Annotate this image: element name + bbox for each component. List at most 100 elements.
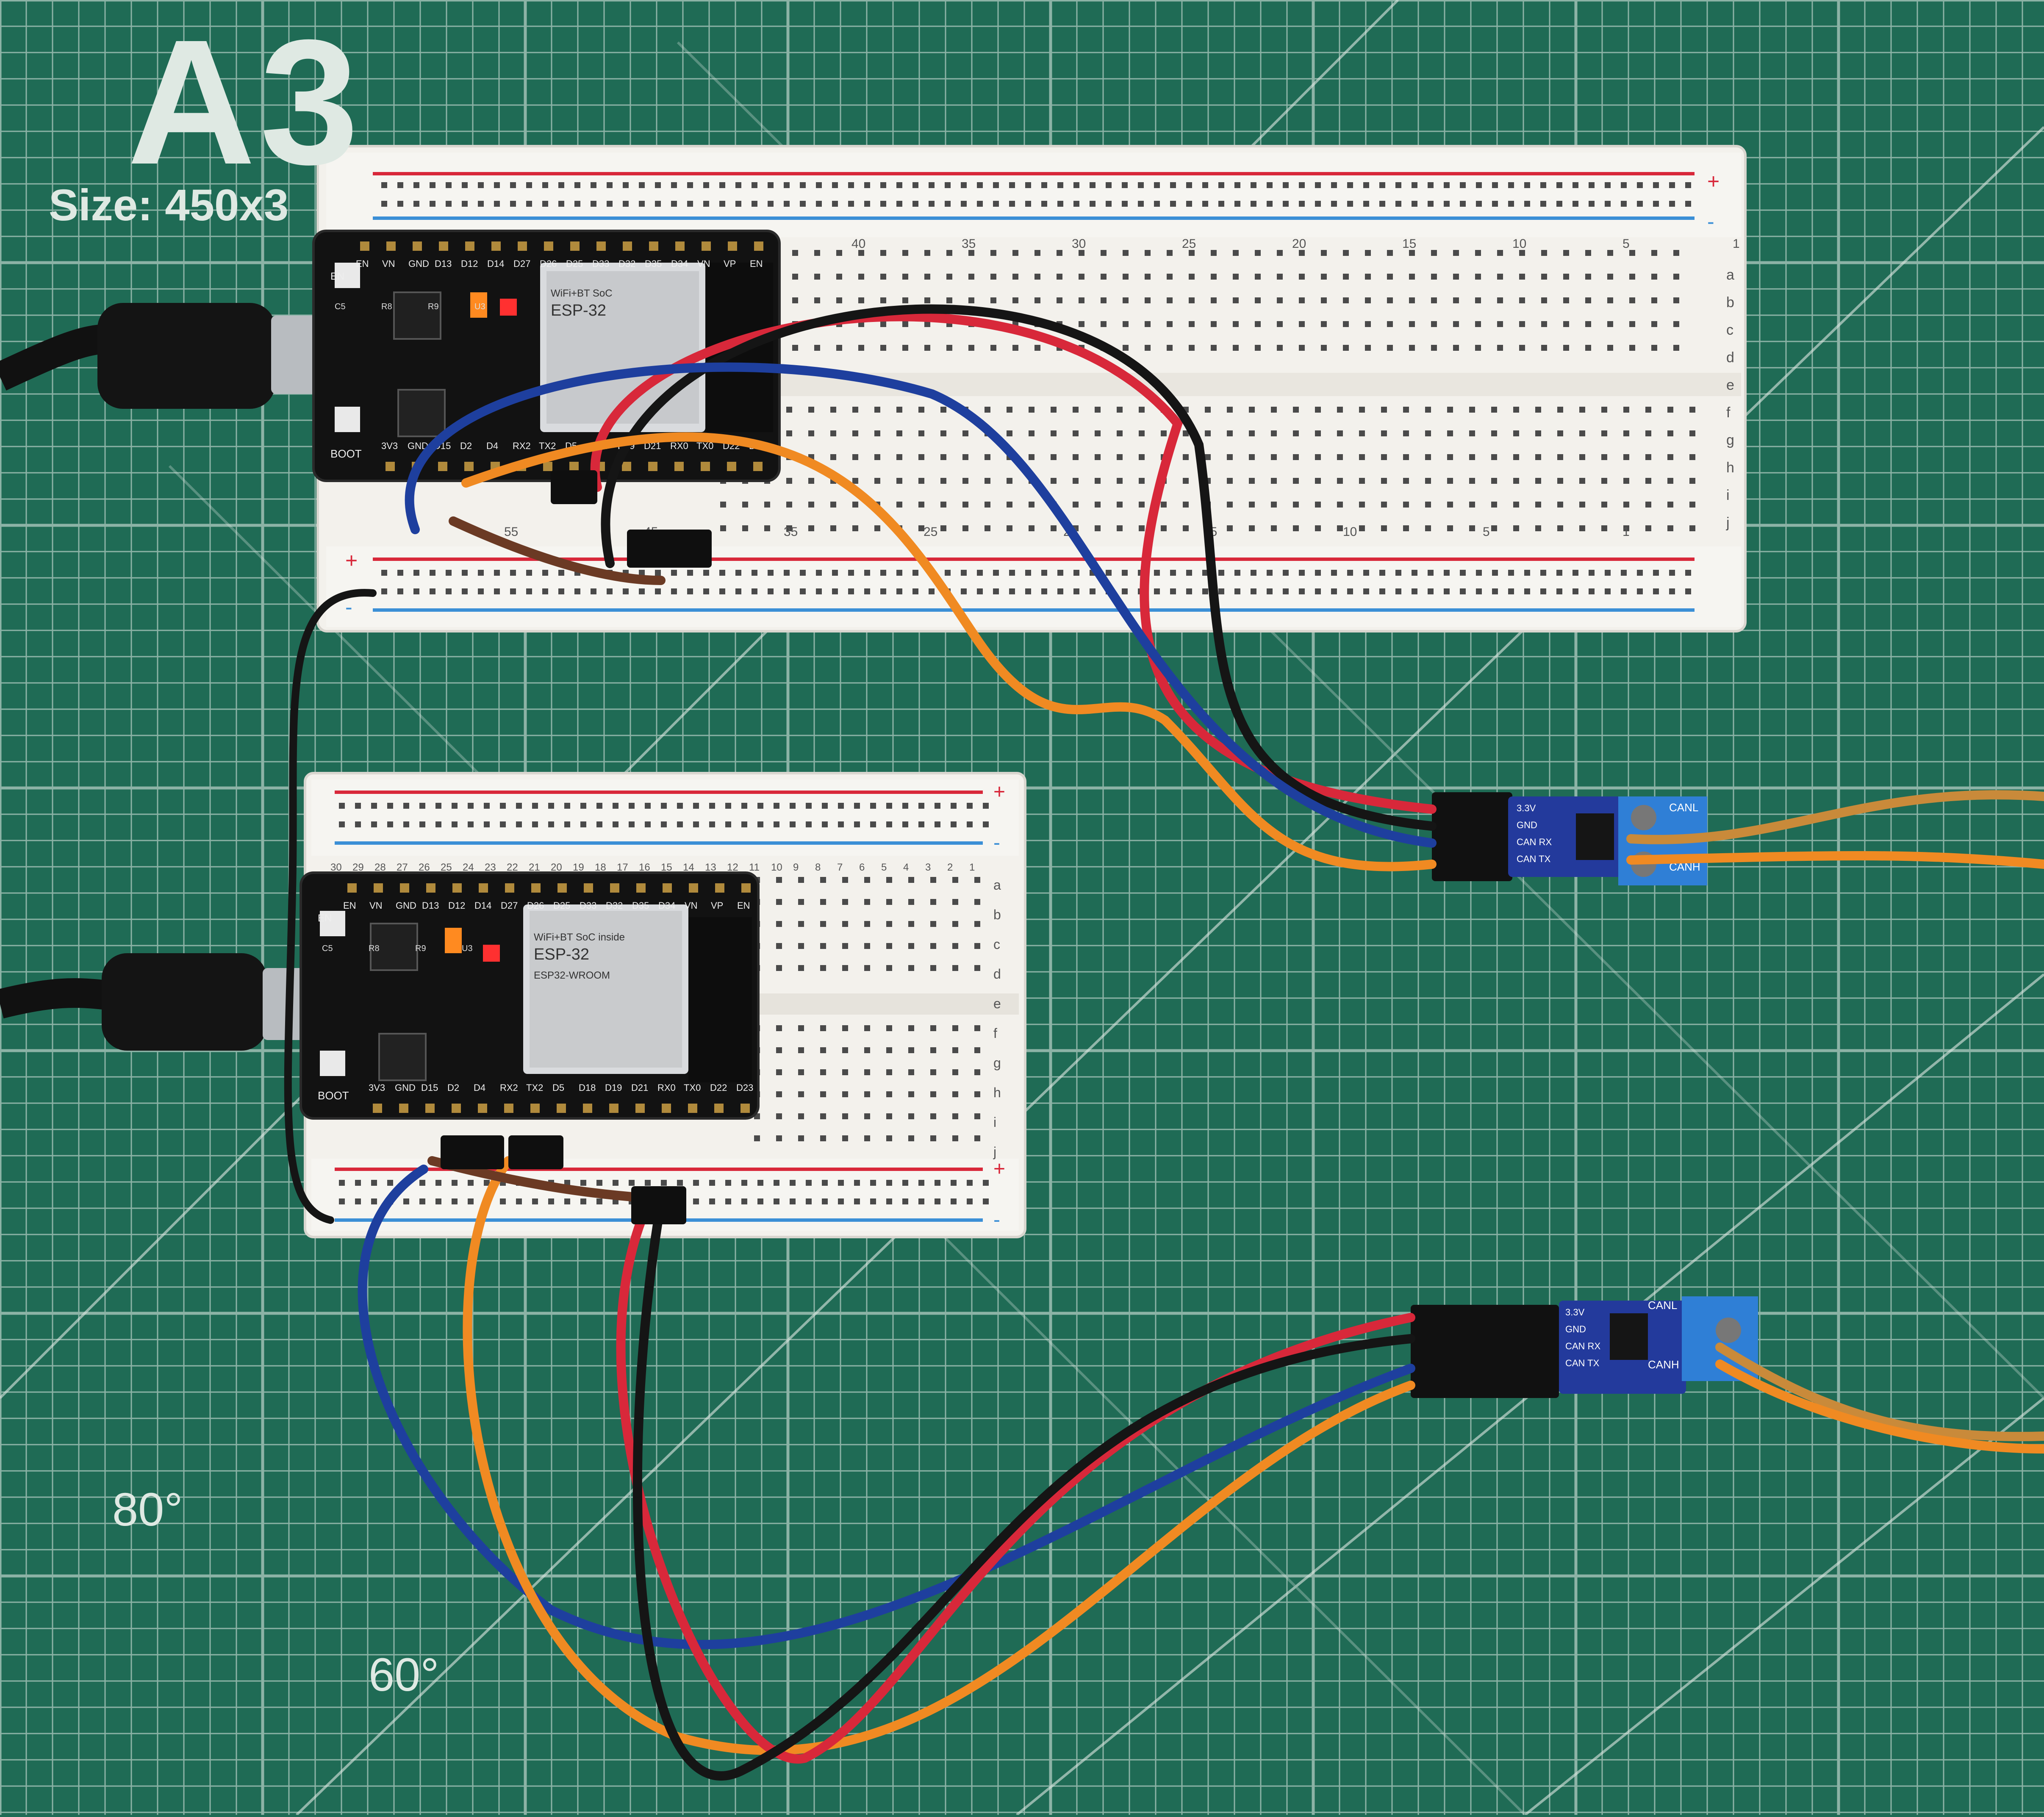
breadboard-hole [580,1198,586,1204]
pin-label: D32 [618,258,635,269]
breadboard-hole [1234,570,1240,576]
can-bus-bottom-2 [1715,1359,2044,1454]
breadboard-hole [1589,588,1595,594]
header-pin [347,883,357,893]
breadboard-hole [886,899,892,905]
usb-cable-bottom [0,953,322,1051]
breadboard-hole [864,1047,870,1053]
breadboard-hole [1508,182,1514,188]
breadboard-hole [655,588,661,594]
breadboard-hole [886,921,892,927]
breadboard-column-number: 5 [1483,525,1490,539]
breadboard-hole [1343,321,1349,327]
breadboard-hole [1167,297,1173,303]
breadboard-hole [741,1198,747,1204]
breadboard-hole [993,588,999,594]
breadboard-hole [1249,407,1255,413]
breadboard-hole [798,1047,804,1053]
breadboard-hole [961,570,967,576]
breadboard-hole [1607,297,1613,303]
breadboard-hole [880,570,886,576]
breadboard-row-letter: f [1726,405,1731,421]
breadboard-hole [832,182,838,188]
breadboard-hole [764,525,770,531]
breadboard-hole [1629,250,1635,256]
breadboard-hole [798,1113,804,1119]
breadboard-hole [1293,430,1299,436]
breadboard-hole [607,588,613,594]
breadboard-hole [940,478,946,484]
breadboard-hole [754,1135,760,1141]
breadboard-hole [808,502,814,508]
angle-label-80: 80° [112,1484,183,1536]
led-amber-bottom [445,928,462,953]
breadboard-column-number: 26 [419,862,430,873]
breadboard-hole [639,201,645,207]
breadboard-hole [1299,588,1305,594]
breadboard-hole [446,182,452,188]
breadboard-hole [1218,182,1224,188]
breadboard-hole [1513,478,1519,484]
breadboard-hole [858,274,864,280]
breadboard-hole [946,297,952,303]
breadboard-hole [1029,454,1034,460]
breadboard-hole [613,803,618,809]
breadboard-hole [983,1180,989,1186]
breadboard-hole [1343,345,1349,351]
breadboard-hole [1475,321,1481,327]
breadboard-hole [1492,588,1498,594]
breadboard-hole [864,1113,870,1119]
breadboard-hole [912,201,918,207]
header-pin [649,241,658,251]
breadboard-hole [1161,502,1167,508]
header-pin [754,241,763,251]
breadboard-hole [952,1091,958,1097]
breadboard-hole [1271,407,1277,413]
breadboard-hole [1395,570,1401,576]
breadboard-hole [510,570,516,576]
breadboard-hole [1073,570,1079,576]
pin-label: D35 [632,900,649,911]
breadboard-hole [935,1180,940,1186]
breadboard-hole [1057,250,1062,256]
breadboard-hole [1557,430,1563,436]
breadboard-hole [967,803,973,809]
breadboard-hole [836,345,842,351]
breadboard-hole [591,201,596,207]
breadboard-hole [548,803,554,809]
breadboard-hole [886,1198,892,1204]
breadboard-hole [1379,570,1385,576]
breadboard-hole [918,478,924,484]
breadboard-hole [526,570,532,576]
header-pin [452,1104,461,1113]
breadboard-hole [983,803,989,809]
breadboard-hole [1299,297,1305,303]
pin-label: D34 [671,258,688,269]
breadboard-hole [1637,588,1643,594]
breadboard-hole [1476,201,1482,207]
breadboard-hole [1183,478,1189,484]
breadboard-hole [776,921,782,927]
breadboard-column-number: 25 [1182,237,1196,251]
breadboard-hole [1460,201,1466,207]
breadboard-hole [1491,502,1497,508]
breadboard-hole [838,1180,844,1186]
header-pin [701,462,710,471]
breadboard-hole [387,803,393,809]
breadboard-hole [355,1198,361,1204]
breadboard-row-letter: a [1726,267,1734,283]
breadboard-hole [816,588,822,594]
breadboard-hole [806,803,812,809]
breadboard-hole [930,1113,936,1119]
breadboard-hole [930,877,936,883]
breadboard-hole [858,345,864,351]
can-bus-top-2 [1626,851,2044,869]
breadboard-hole [864,588,870,594]
breadboard-column-number: 17 [617,862,628,873]
breadboard-row-letter: i [1726,487,1730,503]
pin-label: VN [697,258,710,269]
breadboard-hole [1233,297,1239,303]
breadboard-hole [435,1198,441,1204]
breadboard-hole [1117,454,1123,460]
breadboard-hole [961,588,967,594]
